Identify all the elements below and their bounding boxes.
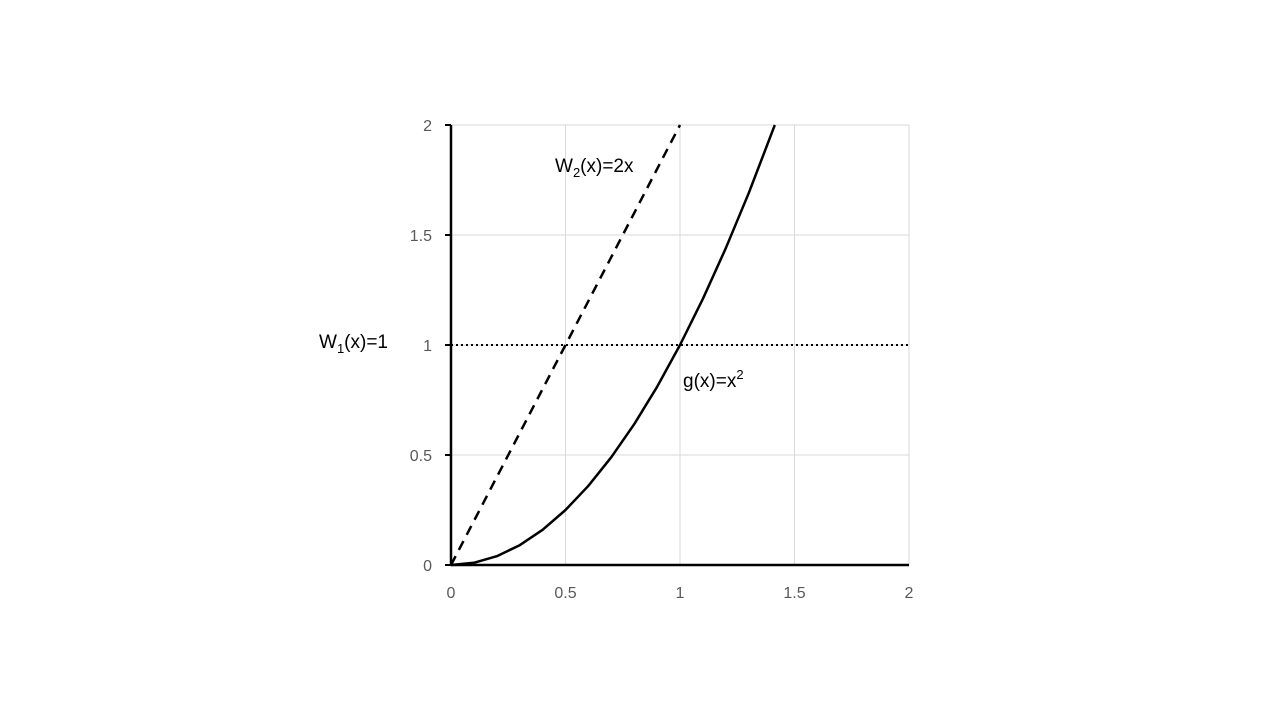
axes [445, 124, 909, 567]
g-annotation: g(x)=x2 [683, 367, 744, 392]
w2-annotation: W2(x)=2x [555, 156, 634, 180]
y-tick-label-4: 2 [423, 118, 432, 135]
x-tick-label-0: 0 [447, 585, 456, 602]
y-tick-label-0: 0 [423, 558, 432, 575]
y-tick-label-3: 1.5 [410, 228, 432, 245]
y-tick-label-1: 0.5 [410, 448, 432, 465]
w1-annotation: W1(x)=1 [319, 332, 388, 356]
y-tick-label-2: 1 [423, 338, 432, 355]
series-line-2 [449, 124, 682, 566]
series-lines [449, 124, 909, 567]
tick-labels: 0 0.5 1 1.5 2 0 0.5 1 1.5 2 [410, 118, 914, 602]
x-tick-label-3: 1.5 [783, 585, 805, 602]
x-tick-label-2: 1 [676, 585, 685, 602]
x-tick-label-1: 0.5 [554, 585, 576, 602]
x-tick-label-4: 2 [905, 585, 914, 602]
series-line-3 [450, 124, 776, 567]
